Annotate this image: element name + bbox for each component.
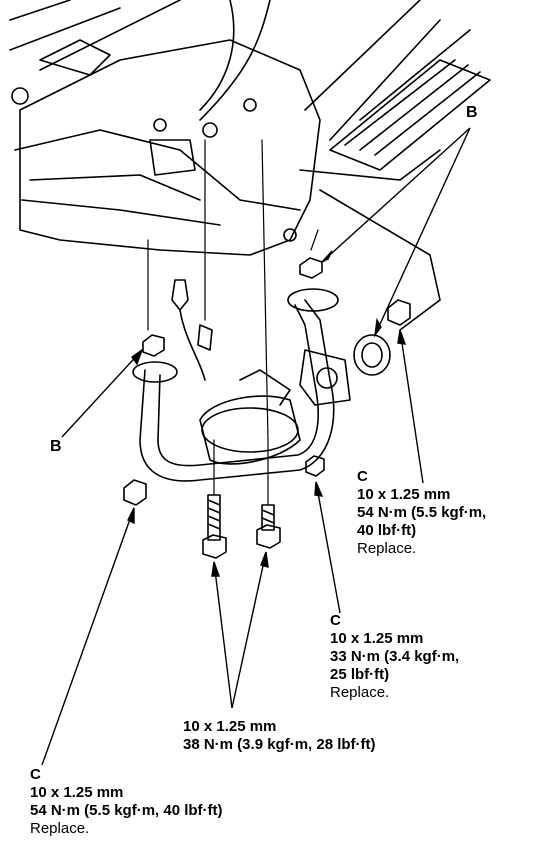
nut-b-top bbox=[299, 257, 323, 279]
callout-center-bolts: 10 x 1.25 mm 38 N·m (3.9 kgf·m, 28 lbf·f… bbox=[183, 718, 376, 754]
nut-b-left bbox=[142, 334, 165, 357]
bolt-left bbox=[202, 494, 227, 559]
callout-letter: C bbox=[357, 468, 368, 485]
callout-bottom-left: C 10 x 1.25 mm 54 N·m (5.5 kgf·m, 40 lbf… bbox=[30, 766, 223, 838]
label-b-top: B bbox=[466, 104, 478, 121]
bolt-right bbox=[256, 504, 281, 549]
label-b-left: B bbox=[50, 438, 62, 455]
callout-letter: C bbox=[30, 766, 41, 783]
replace-note: Replace. bbox=[357, 540, 417, 557]
torque-spec-cont: 40 lbf·ft) bbox=[357, 522, 417, 539]
engine-underbody bbox=[9, 0, 491, 331]
torque-spec: 33 N·m (3.4 kgf·m, bbox=[330, 648, 460, 665]
thread-spec: 10 x 1.25 mm bbox=[30, 784, 124, 801]
callout-letter: C bbox=[330, 612, 341, 629]
exhaust-pipe bbox=[132, 279, 391, 482]
thread-spec: 10 x 1.25 mm bbox=[330, 630, 424, 647]
leader-lines bbox=[41, 127, 471, 766]
torque-spec: 38 N·m (3.9 kgf·m, 28 lbf·ft) bbox=[183, 736, 376, 753]
replace-note: Replace. bbox=[330, 684, 390, 701]
torque-spec-cont: 25 lbf·ft) bbox=[330, 666, 390, 683]
nut-c-right-upper bbox=[387, 299, 411, 326]
nut-c-right-middle bbox=[305, 455, 325, 477]
guide-lines bbox=[147, 139, 319, 506]
callout-right-upper: C 10 x 1.25 mm 54 N·m (5.5 kgf·m, 40 lbf… bbox=[357, 468, 486, 558]
nut-c-bottom-left bbox=[123, 479, 147, 506]
thread-spec: 10 x 1.25 mm bbox=[357, 486, 451, 503]
replace-note: Replace. bbox=[30, 820, 90, 837]
torque-spec: 54 N·m (5.5 kgf·m, 40 lbf·ft) bbox=[30, 802, 223, 819]
torque-spec: 54 N·m (5.5 kgf·m, bbox=[357, 504, 487, 521]
thread-spec: 10 x 1.25 mm bbox=[183, 718, 277, 735]
callout-right-middle: C 10 x 1.25 mm 33 N·m (3.4 kgf·m, 25 lbf… bbox=[330, 612, 459, 702]
